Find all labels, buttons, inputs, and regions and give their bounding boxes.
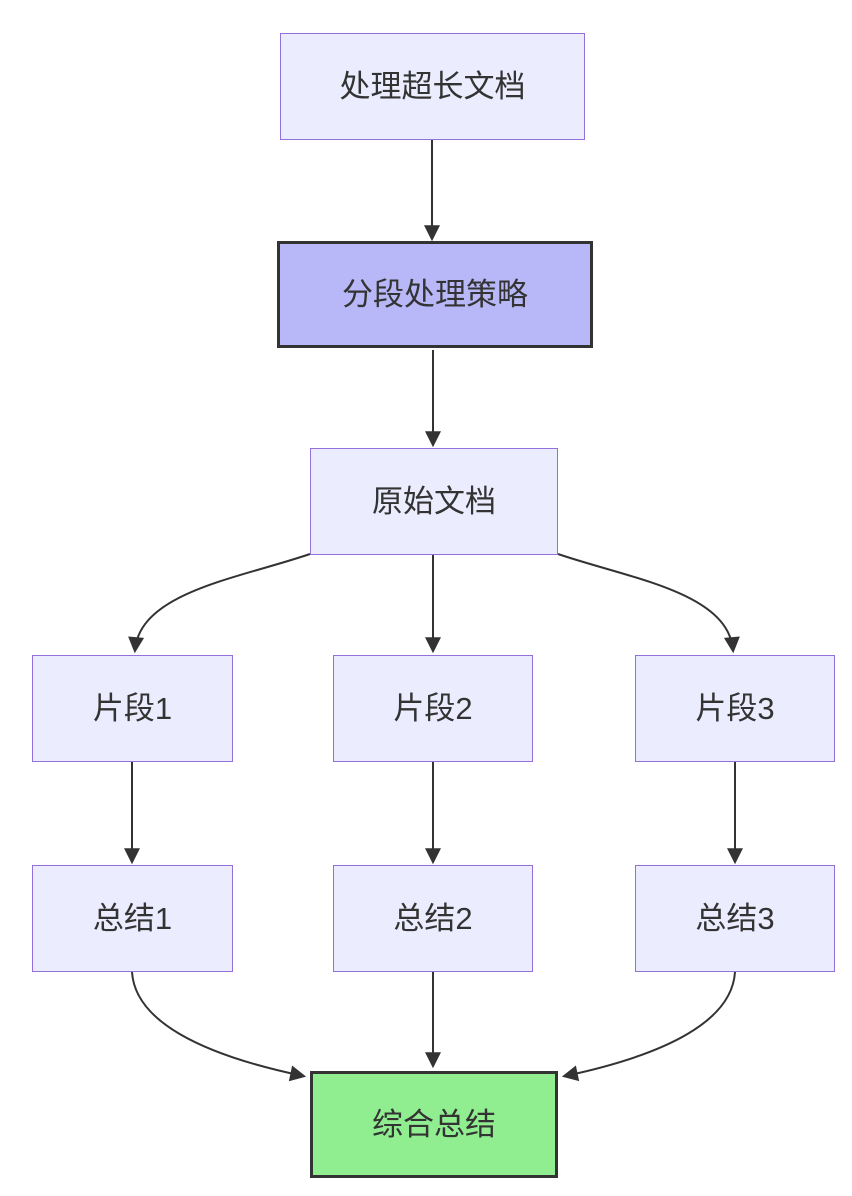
node-fragment-2: 片段2 [333,655,533,762]
node-label: 总结1 [92,900,173,936]
edge-original-to-fragment3 [557,553,740,654]
node-label: 片段2 [393,690,473,726]
node-fragment-3: 片段3 [635,655,835,762]
node-label: 总结2 [393,900,473,936]
node-combined-summary: 综合总结 [310,1071,558,1178]
node-label: 片段1 [92,690,173,726]
node-summary-2: 总结2 [333,865,533,972]
node-segmentation-strategy: 分段处理策略 [277,241,593,348]
node-label: 处理超长文档 [339,68,526,104]
node-label: 原始文档 [372,483,496,519]
node-original-document: 原始文档 [310,448,558,555]
node-summary-1: 总结1 [32,865,233,972]
node-label: 总结3 [695,900,775,936]
node-label: 分段处理策略 [342,276,528,312]
node-label: 综合总结 [372,1106,496,1142]
node-fragment-1: 片段1 [32,655,233,762]
node-label: 片段3 [695,690,775,726]
edge-summary1-to-combined [131,971,307,1082]
node-summary-3: 总结3 [635,865,835,972]
edge-summary3-to-combined [561,971,736,1082]
edge-original-to-fragment1 [128,553,311,654]
node-process-long-document: 处理超长文档 [280,33,585,140]
